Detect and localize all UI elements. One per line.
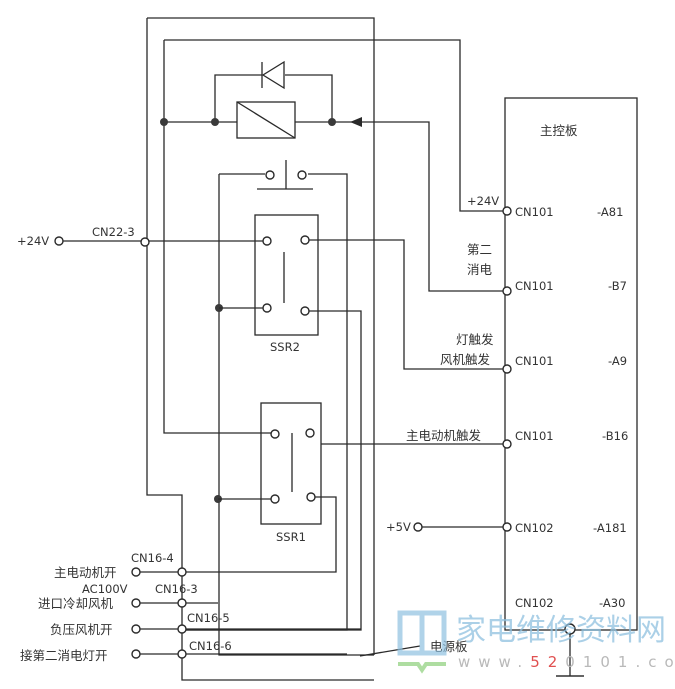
wire-coil-line bbox=[164, 121, 507, 292]
pin-number-label: -B7 bbox=[608, 279, 627, 293]
ssr1-terminal bbox=[270, 494, 280, 504]
ssr1-terminal bbox=[306, 492, 316, 502]
wire-diode-loop bbox=[214, 74, 333, 122]
cn16-4-terminal[interactable] bbox=[177, 567, 187, 577]
arrow-icon bbox=[350, 117, 362, 127]
ssr2-terminal bbox=[300, 235, 310, 245]
cn22-3-terminal[interactable] bbox=[140, 237, 150, 247]
ac100v-label: AC100V bbox=[82, 582, 128, 596]
pin-connector-label: CN101 bbox=[515, 429, 554, 443]
signal-fan-trigger-line2: 风机触发 bbox=[440, 352, 491, 367]
wire-ssr1 bbox=[182, 443, 507, 573]
pin-number-label: -A9 bbox=[608, 354, 627, 368]
cn16-4-label: CN16-4 bbox=[131, 551, 174, 565]
ssr2-terminal bbox=[300, 306, 310, 316]
junction-dot bbox=[328, 118, 336, 126]
relay-coil-slash bbox=[236, 101, 296, 139]
ssr2-terminal bbox=[262, 303, 272, 313]
input-24v-terminal[interactable] bbox=[54, 236, 64, 246]
power-board-label: 电源板 bbox=[430, 639, 468, 654]
ground-terminal bbox=[564, 623, 576, 635]
signal-second-discharge-line1: 第二 bbox=[467, 242, 492, 257]
cn16-3-label: CN16-3 bbox=[155, 582, 198, 596]
output-negative-fan-label: 负压风机开 bbox=[50, 622, 113, 637]
cn102-a181-terminal[interactable] bbox=[502, 522, 512, 532]
signal-main-motor-trigger: 主电动机触发 bbox=[406, 428, 482, 443]
signal-lamp-trigger-line1: 灯触发 bbox=[456, 332, 494, 347]
pin-connector-label: CN102 bbox=[515, 596, 554, 610]
ssr2-label: SSR2 bbox=[270, 340, 300, 354]
wire-ssr2 bbox=[182, 239, 507, 631]
ssr1-box bbox=[260, 402, 322, 525]
output-inlet-fan-label: 进口冷却风机 bbox=[38, 596, 114, 611]
input-24v-label: +24V bbox=[17, 234, 49, 248]
output-second-lamp-terminal[interactable] bbox=[131, 649, 141, 659]
cn101-b16-terminal[interactable] bbox=[502, 439, 512, 449]
ssr2-terminal bbox=[262, 236, 272, 246]
output-inlet-fan-terminal[interactable] bbox=[131, 598, 141, 608]
pin-connector-label: CN101 bbox=[515, 205, 554, 219]
wire-inner-frame bbox=[163, 39, 507, 434]
cn16-6-terminal[interactable] bbox=[177, 649, 187, 659]
cn101-a81-terminal[interactable] bbox=[502, 206, 512, 216]
wire-outer-frame bbox=[146, 17, 375, 655]
output-second-lamp-label: 接第二消电灯开 bbox=[20, 648, 108, 663]
wire-switch bbox=[182, 173, 374, 656]
output-negative-fan-terminal[interactable] bbox=[131, 624, 141, 634]
switch-terminal bbox=[297, 170, 307, 180]
watermark-text: 家电维修资料网 bbox=[456, 613, 666, 648]
ssr1-terminal bbox=[270, 429, 280, 439]
watermark-url: www.520101.com bbox=[458, 653, 675, 671]
ssr1-terminal bbox=[305, 428, 315, 438]
junction-dot bbox=[211, 118, 219, 126]
pin-connector-label: CN101 bbox=[515, 279, 554, 293]
main-board-label: 主控板 bbox=[540, 123, 578, 138]
switch-terminal bbox=[265, 170, 275, 180]
diode-icon bbox=[261, 60, 285, 90]
ssr2-box bbox=[254, 214, 319, 336]
cn16-5-terminal[interactable] bbox=[177, 624, 187, 634]
cn16-6-label: CN16-6 bbox=[189, 639, 232, 653]
cn16-5-label: CN16-5 bbox=[187, 611, 230, 625]
junction-dot bbox=[160, 118, 168, 126]
pin-connector-label: CN102 bbox=[515, 521, 554, 535]
pin-number-label: -A81 bbox=[597, 205, 623, 219]
input-5v-terminal[interactable] bbox=[413, 522, 423, 532]
signal-24v-label: +24V bbox=[467, 194, 499, 208]
signal-second-discharge-line2: 消电 bbox=[467, 262, 493, 277]
output-main-motor-label: 主电动机开 bbox=[54, 565, 117, 580]
pin-number-label: -B16 bbox=[602, 429, 628, 443]
cn101-a9-terminal[interactable] bbox=[502, 364, 512, 374]
power-board-leader bbox=[359, 645, 421, 657]
cn101-b7-terminal[interactable] bbox=[502, 286, 512, 296]
pin-number-label: -A181 bbox=[593, 521, 627, 535]
output-main-motor-terminal[interactable] bbox=[131, 567, 141, 577]
cn22-3-label: CN22-3 bbox=[92, 225, 135, 239]
ssr1-label: SSR1 bbox=[276, 530, 306, 544]
signal-5v-label: +5V bbox=[386, 520, 411, 534]
cn16-3-terminal[interactable] bbox=[177, 598, 187, 608]
pin-number-label: -A30 bbox=[599, 596, 625, 610]
watermark-logo-icon bbox=[397, 610, 447, 674]
relay-coil-icon bbox=[236, 101, 296, 139]
pin-connector-label: CN101 bbox=[515, 354, 554, 368]
